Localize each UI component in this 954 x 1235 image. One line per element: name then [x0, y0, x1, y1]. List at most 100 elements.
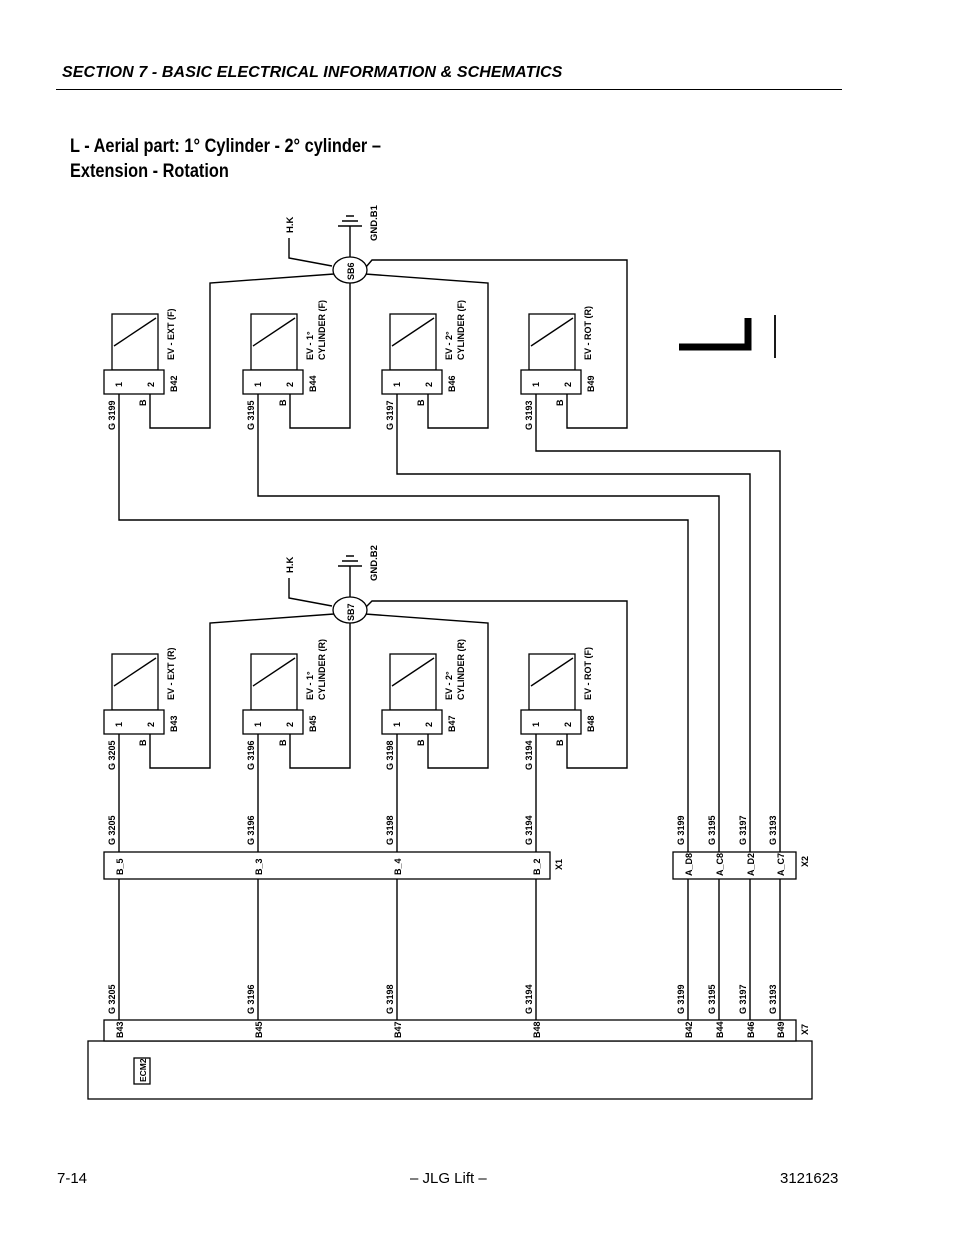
x2-wire-bottom-3: G 3193: [768, 984, 778, 1014]
x1-pin-2: B_4: [393, 858, 403, 875]
valve-b46: 1 2 B46 EV - 2° CYLINDER (F) G 3197 B: [381, 300, 466, 430]
wire-sb7-b47: [364, 613, 489, 769]
x7-pin-3: B48: [532, 1021, 542, 1038]
x2-pin-3: A_C7: [776, 853, 786, 876]
x2-wire-top-2: G 3197: [738, 815, 748, 845]
valve-b44-wire1: G 3195: [246, 400, 256, 430]
x2-wire-bottom-1: G 3195: [707, 984, 717, 1014]
ecm-label: ECM2: [138, 1058, 148, 1082]
x1-wire-bottom-0: G 3205: [107, 984, 117, 1014]
valve-b45-name2: CYLINDER (R): [317, 639, 327, 700]
valve-b45-pin2: 2: [285, 722, 295, 727]
x7-pin-1: B45: [254, 1021, 264, 1038]
x7-pin-5: B44: [715, 1021, 725, 1038]
valve-b46-wire1: G 3197: [385, 400, 395, 430]
valve-b47-name: EV - 2°: [444, 671, 454, 700]
x2-label: X2: [800, 856, 810, 867]
valve-b47-pin1: 1: [392, 722, 402, 727]
ground-symbol-lower: [338, 555, 362, 567]
valve-b49-pin1: 1: [531, 382, 541, 387]
valve-b47-pin2: 2: [424, 722, 434, 727]
x1-pin-3: B_2: [532, 858, 542, 875]
hk-label-upper: H.K: [285, 217, 296, 234]
ecm-label-box: [133, 1057, 151, 1085]
valve-b49-connector: B49: [586, 375, 596, 392]
valve-b49-wire1: G 3193: [524, 400, 534, 430]
valve-b48-pin1: 1: [531, 722, 541, 727]
x1-wire-bottom-2: G 3198: [385, 984, 395, 1014]
ecm-module: B43 B45 B47 B48 B42 B44 B46 B49 X7 ECM2: [87, 1019, 813, 1100]
valve-b45-pin1: 1: [253, 722, 263, 727]
valve-b47-wire1: G 3198: [385, 740, 395, 770]
wire-sb6-b44: [289, 282, 351, 429]
page-title-line-2: Extension - Rotation: [70, 161, 229, 182]
splice-sb7: [332, 596, 368, 624]
wire-sb7-b45: [289, 622, 351, 769]
valve-b48-wire2: B: [555, 739, 565, 746]
x2-pin-1: A_C8: [715, 853, 725, 876]
wire-sb6-b42: [149, 273, 335, 429]
x7-pin-2: B47: [393, 1021, 403, 1038]
lower-ground-group: H.K GND.B2: [285, 545, 380, 607]
wire-sb7-b43: [149, 613, 335, 769]
valve-b43-wire1: G 3205: [107, 740, 117, 770]
valve-b44-pin1: 1: [253, 382, 263, 387]
valve-b47-name2: CYLINDER (R): [456, 639, 466, 700]
valve-b46-name2: CYLINDER (F): [456, 300, 466, 360]
valve-b44-name2: CYLINDER (F): [317, 300, 327, 360]
valve-b44: 1 2 B44 EV - 1° CYLINDER (F) G 3195 B: [242, 300, 327, 430]
connector-x2: A_D8 A_C8 A_D2 A_C7 X2: [672, 851, 810, 880]
valve-b46-pin2: 2: [424, 382, 434, 387]
upper-ground-group: H.K GND.B1: [285, 204, 380, 267]
valve-b45-name: EV - 1°: [305, 671, 315, 700]
footer-page-number: 7-14: [57, 1170, 88, 1187]
valve-b47-wire2: B: [416, 739, 426, 746]
valve-b43-name: EV - EXT (R): [166, 647, 176, 700]
valve-b43-pin1: 1: [114, 722, 124, 727]
valve-b48-pin2: 2: [563, 722, 573, 727]
x7-pin-4: B42: [684, 1021, 694, 1038]
x2-pin-2: A_D2: [746, 853, 756, 876]
wire-sb6-b46: [364, 273, 489, 429]
page-title-line-1: L - Aerial part: 1° Cylinder - 2° cylind…: [70, 136, 381, 157]
wire-g3195-upper: [257, 394, 720, 852]
valve-b46-wire2: B: [416, 399, 426, 406]
x2-wire-bottom-2: G 3197: [738, 984, 748, 1014]
x1-wire-top-2: G 3198: [385, 815, 395, 845]
splice-sb6-label: SB6: [346, 262, 356, 280]
valve-b46-name: EV - 2°: [444, 331, 454, 360]
valve-b45-wire2: B: [278, 739, 288, 746]
wire-g3199-upper: [118, 394, 689, 852]
valve-b45-connector: B45: [308, 715, 318, 732]
x1-wire-bottom-1: G 3196: [246, 984, 256, 1014]
valve-b48-connector: B48: [586, 715, 596, 732]
page-marker: [679, 315, 776, 358]
footer-center: – JLG Lift –: [410, 1170, 487, 1187]
valve-b44-pin2: 2: [285, 382, 295, 387]
valve-b46-connector: B46: [447, 375, 457, 392]
x1-pin-1: B_3: [254, 858, 264, 875]
valve-b46-pin1: 1: [392, 382, 402, 387]
valve-b42-wire1: G 3199: [107, 400, 117, 430]
footer-doc-number: 3121623: [780, 1170, 839, 1187]
valve-b44-name: EV - 1°: [305, 331, 315, 360]
x2-wire-top-1: G 3195: [707, 815, 717, 845]
wire-sb6-b49: [365, 259, 628, 429]
valve-b42-wire2: B: [138, 399, 148, 406]
valve-b42-pin1: 1: [114, 382, 124, 387]
valve-b45: 1 2 B45 EV - 1° CYLINDER (R) G 3196 B: [242, 639, 327, 770]
wire-g3193-upper: [535, 394, 781, 852]
valve-b48-wire1: G 3194: [524, 740, 534, 770]
valve-b49-name: EV - ROT (R): [583, 306, 593, 360]
x1-wire-top-1: G 3196: [246, 815, 256, 845]
x1-wire-top-3: G 3194: [524, 815, 534, 845]
x1-wire-top-0: G 3205: [107, 815, 117, 845]
x7-label: X7: [800, 1024, 810, 1035]
valve-b43-connector: B43: [169, 715, 179, 732]
x2-wire-top-3: G 3193: [768, 815, 778, 845]
valve-b49: 1 2 B49 EV - ROT (R) G 3193 B: [520, 306, 596, 430]
page-title: L - Aerial part: 1° Cylinder - 2° cylind…: [70, 134, 381, 184]
valve-b42-pin2: 2: [146, 382, 156, 387]
connector-x1: B_5 B_3 B_4 B_2 X1: [103, 851, 564, 880]
